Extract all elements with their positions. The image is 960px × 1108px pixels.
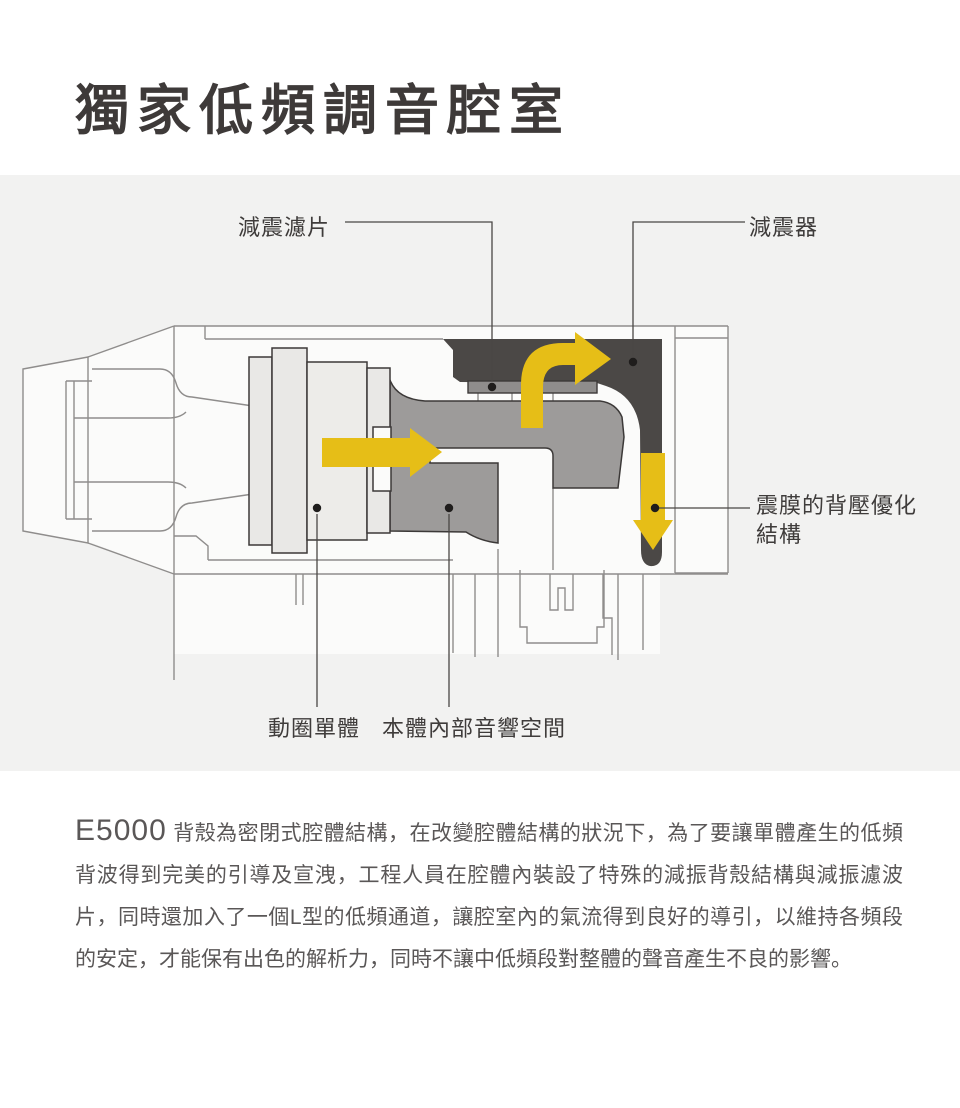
earphone-cross-section-diagram bbox=[22, 221, 750, 707]
leader-dots bbox=[312, 357, 660, 513]
label-acoustic-space: 本體內部音響空間 bbox=[382, 716, 567, 741]
airflow-arrow-right bbox=[322, 428, 442, 477]
description-text: 背殼為密閉式腔體結構，在改變腔體結構的狀況下，為了要讓單體產生的低頻背波得到完美… bbox=[75, 822, 903, 971]
acoustic-space-shape bbox=[389, 379, 625, 544]
label-damping-filter: 減震濾片 bbox=[238, 215, 331, 240]
label-back-pressure-line1: 震膜的背壓優化 bbox=[756, 493, 918, 518]
diagram-panel: 減震濾片 減震器 震膜的背壓優化 結構 動圈單體 本體內部音響空間 bbox=[0, 175, 960, 771]
low-frequency-channel bbox=[443, 339, 662, 567]
page-title: 獨家低頻調音腔室 bbox=[75, 81, 571, 141]
label-back-pressure: 震膜的背壓優化 結構 bbox=[756, 491, 917, 549]
airflow-arrow-curved bbox=[521, 332, 611, 428]
model-number: E5000 bbox=[75, 814, 167, 847]
label-damper: 減震器 bbox=[749, 215, 819, 240]
shell-lower-section bbox=[174, 574, 660, 654]
airflow-arrow-down bbox=[633, 453, 673, 550]
label-driver-unit: 動圈單體 bbox=[268, 716, 361, 741]
airflow-arrows bbox=[322, 332, 673, 550]
label-back-pressure-line2: 結構 bbox=[756, 522, 803, 547]
shell-outlines bbox=[22, 325, 729, 680]
leader-lines bbox=[316, 221, 750, 707]
